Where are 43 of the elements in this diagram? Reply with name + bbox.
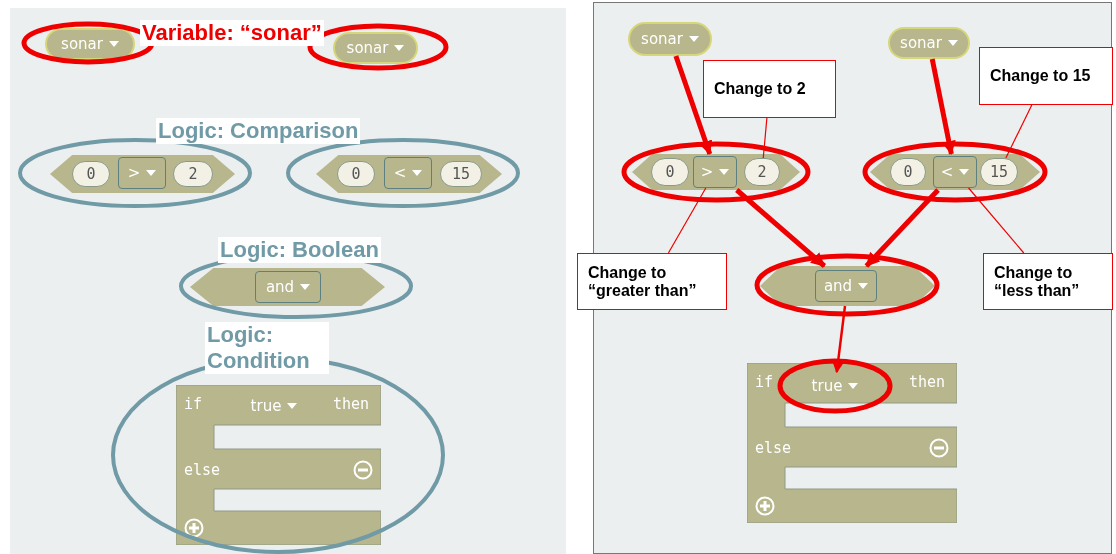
callout-box: Change to “greater than” bbox=[577, 253, 727, 310]
variable-block: sonar bbox=[333, 32, 418, 64]
callout-box: Change to “less than” bbox=[983, 253, 1113, 310]
if-else-block bbox=[747, 363, 957, 523]
arrow bbox=[929, 58, 956, 155]
arrow bbox=[864, 188, 940, 268]
operator-dropdown: and bbox=[815, 270, 877, 302]
arrow bbox=[735, 188, 827, 268]
number-field: 0 bbox=[337, 161, 375, 187]
operator-dropdown: > bbox=[118, 157, 166, 189]
arrow bbox=[831, 305, 847, 374]
annotation-label: Logic: Condition bbox=[205, 322, 329, 374]
operator-dropdown: > bbox=[693, 156, 737, 188]
operator-dropdown: and bbox=[255, 271, 321, 303]
number-field: 0 bbox=[890, 158, 926, 186]
variable-block: sonar bbox=[888, 27, 970, 59]
keyword-label: then bbox=[909, 373, 946, 391]
number-field: 15 bbox=[980, 158, 1018, 186]
arrow bbox=[673, 55, 713, 155]
number-field: 0 bbox=[651, 158, 689, 186]
leader-line bbox=[968, 187, 1025, 254]
number-field: 2 bbox=[173, 161, 213, 187]
keyword-label: if bbox=[184, 395, 203, 413]
number-field: 15 bbox=[440, 161, 482, 187]
callout-box: Change to 15 bbox=[979, 47, 1113, 105]
annotation-label: Variable: “sonar” bbox=[140, 20, 324, 46]
variable-block: sonar bbox=[628, 22, 712, 56]
keyword-label: else bbox=[755, 439, 792, 457]
if-else-block bbox=[176, 385, 381, 545]
number-field: 0 bbox=[72, 161, 110, 187]
keyword-label: else bbox=[184, 461, 221, 479]
keyword-label: if bbox=[755, 373, 774, 391]
leader-line bbox=[667, 187, 707, 254]
callout-box: Change to 2 bbox=[703, 60, 836, 118]
variable-block: sonar bbox=[45, 28, 135, 60]
operator-dropdown: < bbox=[384, 157, 432, 189]
leader-line bbox=[1005, 104, 1033, 159]
annotation-label: Logic: Boolean bbox=[218, 237, 381, 263]
annotation-label: Logic: Comparison bbox=[156, 118, 361, 144]
keyword-label: then bbox=[333, 395, 370, 413]
operator-dropdown: < bbox=[933, 156, 977, 188]
number-field: 2 bbox=[744, 158, 780, 186]
leader-line bbox=[762, 117, 768, 159]
